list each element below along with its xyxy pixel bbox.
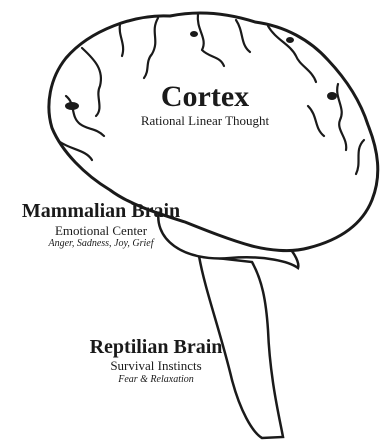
- cortex-subtitle: Rational Linear Thought: [120, 113, 290, 129]
- mammalian-title: Mammalian Brain: [6, 200, 196, 223]
- reptilian-subtitle: Survival Instincts: [96, 358, 216, 374]
- mammalian-subtitle: Emotional Center: [36, 223, 166, 239]
- mammalian-note: Anger, Sadness, Joy, Grief: [26, 238, 176, 249]
- reptilian-note: Fear & Relaxation: [100, 374, 212, 385]
- reptilian-title: Reptilian Brain: [76, 336, 236, 359]
- cortex-title: Cortex: [140, 80, 270, 114]
